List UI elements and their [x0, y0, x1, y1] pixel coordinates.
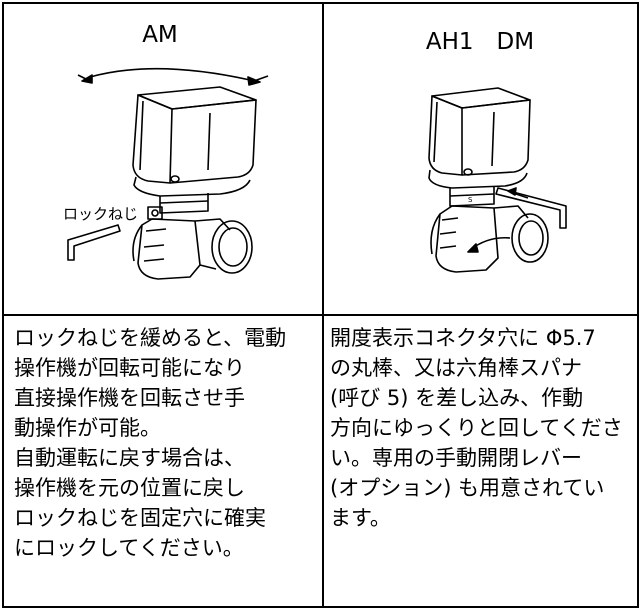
- left-description-text: ロックねじを緩めると、電動 操作機が回転可能になり 直接操作機を回転させ手 動操…: [14, 326, 287, 560]
- left-description: ロックねじを緩めると、電動 操作機が回転可能になり 直接操作機を回転させ手 動操…: [14, 323, 314, 563]
- ah1-dm-actuator-illustration: S: [428, 87, 567, 273]
- am-actuator-illustration: [67, 67, 269, 280]
- comparison-table: [2, 2, 639, 608]
- right-description-text: 開度表示コネクタ穴に Φ5.7 の丸棒、又は六角棒スパナ (呼び 5) を差し込…: [330, 326, 623, 530]
- row-divider: [4, 314, 637, 316]
- svg-text:S: S: [468, 196, 473, 204]
- lock-screw-label: ロックねじ: [63, 205, 139, 223]
- left-model-title: AM: [142, 22, 178, 48]
- right-model-title: AH1 DM: [425, 29, 535, 55]
- column-divider: [322, 4, 324, 606]
- right-description: 開度表示コネクタ穴に Φ5.7 の丸棒、又は六角棒スパナ (呼び 5) を差し込…: [330, 323, 630, 533]
